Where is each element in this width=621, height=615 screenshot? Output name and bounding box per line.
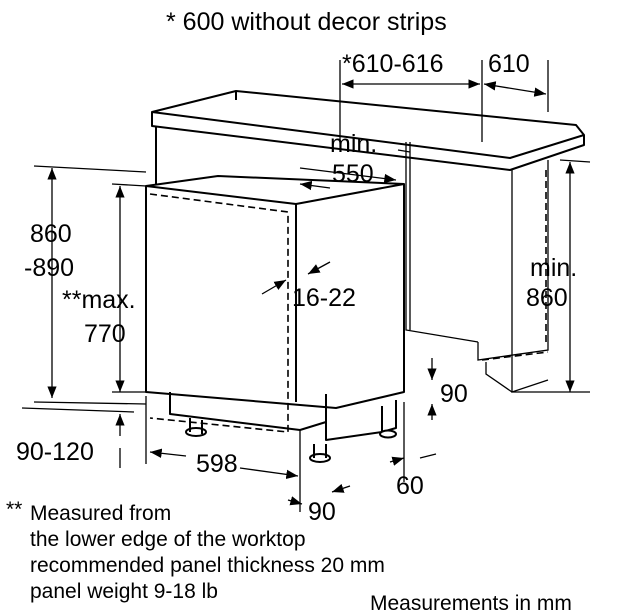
max-height-value: 770 xyxy=(84,320,126,348)
min-height-prefix: min. xyxy=(530,254,577,282)
footnote-line-4: panel weight 9-18 lb xyxy=(30,580,218,603)
footnote-line-1: Measured from xyxy=(30,502,171,525)
bottom-depth-label: 90 xyxy=(308,498,336,526)
min-height-value: 860 xyxy=(526,284,568,312)
decor-strips-note: * 600 without decor strips xyxy=(166,8,447,36)
plinth-height-label: 90 xyxy=(440,380,468,408)
height-range-top: 860 xyxy=(30,220,72,248)
worktop-edge xyxy=(151,112,585,171)
cabinet-niche xyxy=(151,90,585,393)
niche-width-label: *610-616 xyxy=(342,50,443,78)
appliance-width-label: 598 xyxy=(196,450,238,478)
min-depth-prefix: min. xyxy=(330,130,377,158)
foot-height-label: 90-120 xyxy=(16,438,94,466)
worktop-depth-label: 610 xyxy=(488,50,530,78)
worktop xyxy=(151,90,585,159)
units-note: Measurements in mm xyxy=(370,592,572,615)
foot-back-right xyxy=(379,429,397,439)
dishwasher-body xyxy=(145,175,405,463)
decor-panel-outline xyxy=(149,193,289,433)
min-depth-value: 550 xyxy=(332,160,374,188)
plinth-depth-label: 60 xyxy=(396,472,424,500)
dimension-lines xyxy=(21,60,591,512)
max-height-prefix: **max. xyxy=(62,286,136,314)
footnote-line-2: the lower edge of the worktop xyxy=(30,528,306,551)
panel-gap-label: 16-22 xyxy=(292,284,356,312)
footnote-line-3: recommended panel thickness 20 mm xyxy=(30,554,385,577)
height-range-bottom: -890 xyxy=(24,254,74,282)
footnote-marker: ** xyxy=(6,498,22,521)
